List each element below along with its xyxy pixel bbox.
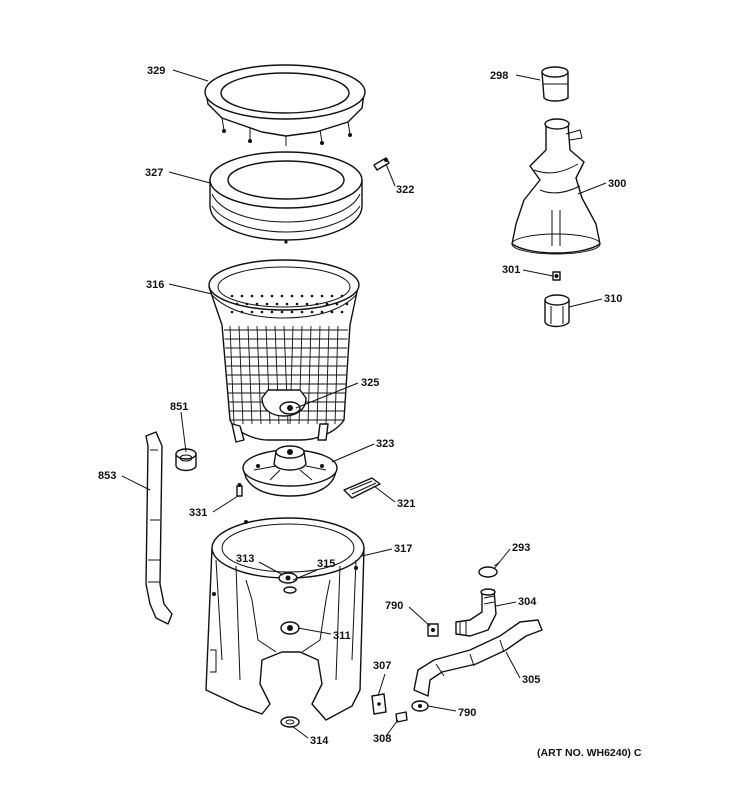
part-316-basket [208,259,360,443]
part-298-cap [541,66,569,102]
label-301: 301 [502,264,520,276]
leader-lines [121,69,607,739]
label-331: 331 [189,507,207,519]
art-number-footer: (ART NO. WH6240) C [537,747,642,759]
part-329-tub-cover [204,64,366,146]
part-311-seal [280,621,300,635]
label-300: 300 [608,178,626,190]
label-853: 853 [98,470,116,482]
label-315: 315 [317,558,335,570]
part-321-pad [343,477,381,499]
label-305: 305 [522,674,540,686]
label-851: 851 [170,401,188,413]
part-327-balance-ring [209,151,363,244]
label-327: 327 [145,167,163,179]
part-322-screw [373,157,390,171]
part-301-fastener [552,271,561,281]
label-314: 314 [310,735,329,747]
part-304-drain-hose [455,588,497,637]
part-300-agitator [511,118,601,255]
part-313-315-grommets [278,572,298,594]
label-321: 321 [397,498,415,510]
part-number-labels: 329 327 322 316 325 298 300 301 310 851 … [98,65,626,747]
label-317: 317 [394,543,412,555]
label-322: 322 [396,184,414,196]
part-317-outer-tub [205,517,365,721]
label-311: 311 [333,630,351,642]
part-790-clamp-b [411,700,429,712]
label-325: 325 [361,377,379,389]
label-329: 329 [147,65,165,77]
part-323-hub-plate [242,445,338,497]
label-310: 310 [604,293,622,305]
part-310-coupling [544,294,570,328]
part-307-bracket [371,693,387,715]
label-293: 293 [512,542,530,554]
part-314-grommet [280,716,300,728]
label-790-upper: 790 [385,600,403,612]
part-293-clamp [478,561,501,578]
label-304: 304 [518,596,537,608]
part-853-fill-hose [145,431,173,625]
part-790-clamp-a [427,623,439,637]
label-790-lower: 790 [458,707,476,719]
label-307: 307 [373,660,391,672]
part-308-screw [395,711,408,723]
part-851-cap [175,448,197,472]
label-323: 323 [376,438,394,450]
part-331-screw [236,483,243,497]
label-316: 316 [146,279,164,291]
part-305-pump-hose [413,619,543,697]
label-298: 298 [490,70,508,82]
label-313: 313 [236,553,254,565]
label-308: 308 [373,733,391,745]
